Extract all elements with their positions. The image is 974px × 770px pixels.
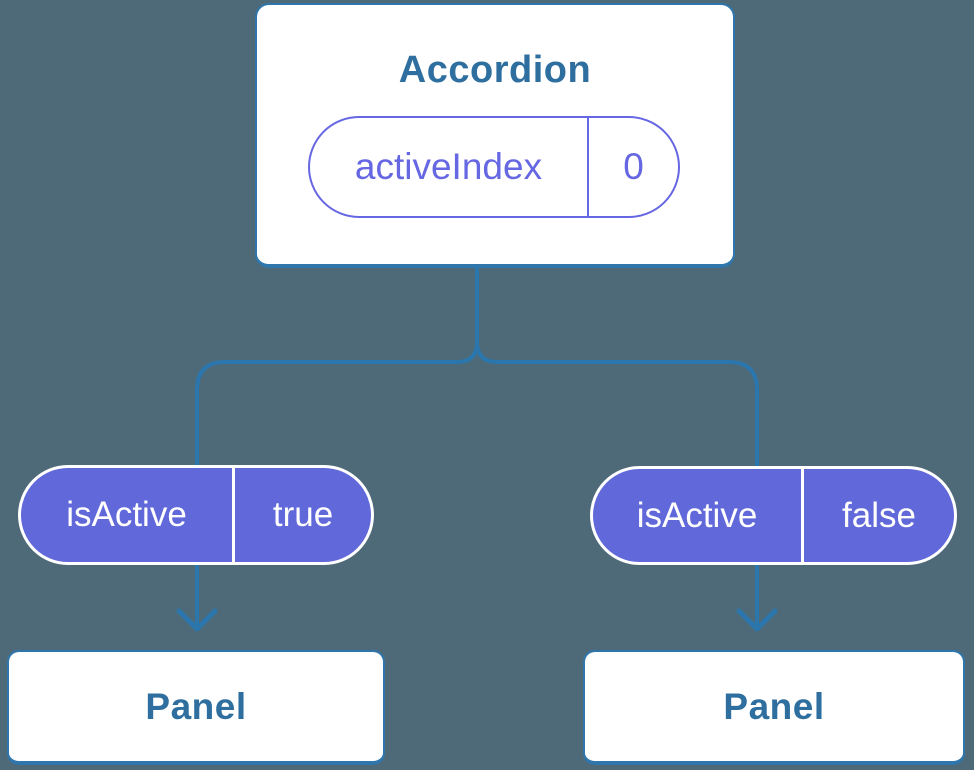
state-name: activeIndex (310, 118, 589, 216)
connector-left-branch (195, 268, 479, 627)
prop-value: false (842, 495, 916, 535)
accordion-title: Accordion (398, 49, 592, 91)
connector-right-branch (475, 268, 759, 627)
accordion-card: Accordion activeIndex 0 (255, 3, 735, 268)
prop-value: true (272, 495, 334, 534)
prop-pill-true: isActive true (18, 465, 374, 565)
panel-card-left: Panel (7, 650, 385, 765)
prop-pill-false: isActive false (590, 466, 957, 565)
arrow-down-icon (736, 608, 778, 632)
arrow-down-icon (176, 608, 218, 632)
state-pill: activeIndex 0 (308, 116, 680, 218)
panel-card-right: Panel (583, 650, 965, 765)
prop-name: isActive (21, 468, 235, 562)
prop-name: isActive (593, 469, 804, 562)
panel-title: Panel (145, 685, 247, 727)
panel-title: Panel (723, 685, 825, 727)
state-value: 0 (623, 146, 644, 187)
